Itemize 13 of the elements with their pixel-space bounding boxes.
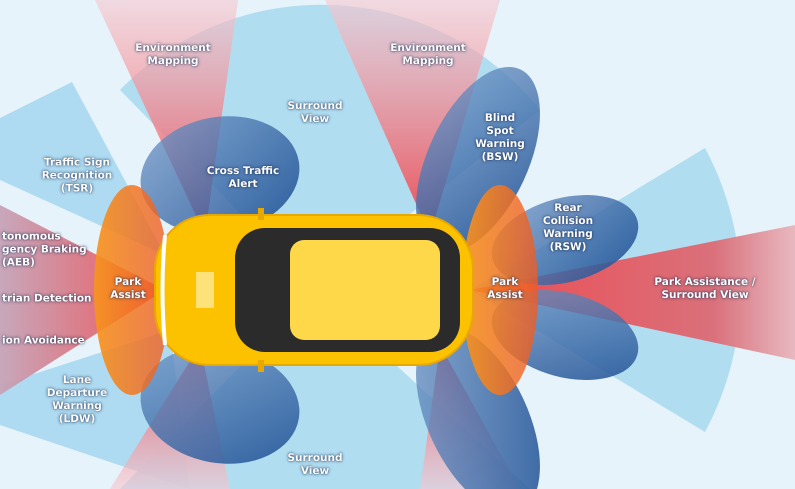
zone-label: Cross Traffic Alert [203,165,283,191]
zone-label: Lane Departure Warning (LDW) [37,374,117,426]
zone-label: Environment Mapping [128,42,218,68]
zone-label: Surround View [280,100,350,126]
zone-label: ion Avoidance [2,334,122,348]
zone-label: Environment Mapping [383,42,473,68]
zone-label: Park Assist [480,276,530,302]
zone-label: Surround View [280,452,350,478]
zone-label: Park Assist [103,276,153,302]
zone-label: Blind Spot Warning (BSW) [470,112,530,164]
zone-label: Traffic Sign Recognition (TSR) [30,156,124,196]
zone-label: tonomous gency Braking (AEB) [2,230,87,270]
zone-label: Park Assistance / Surround View [630,276,780,302]
